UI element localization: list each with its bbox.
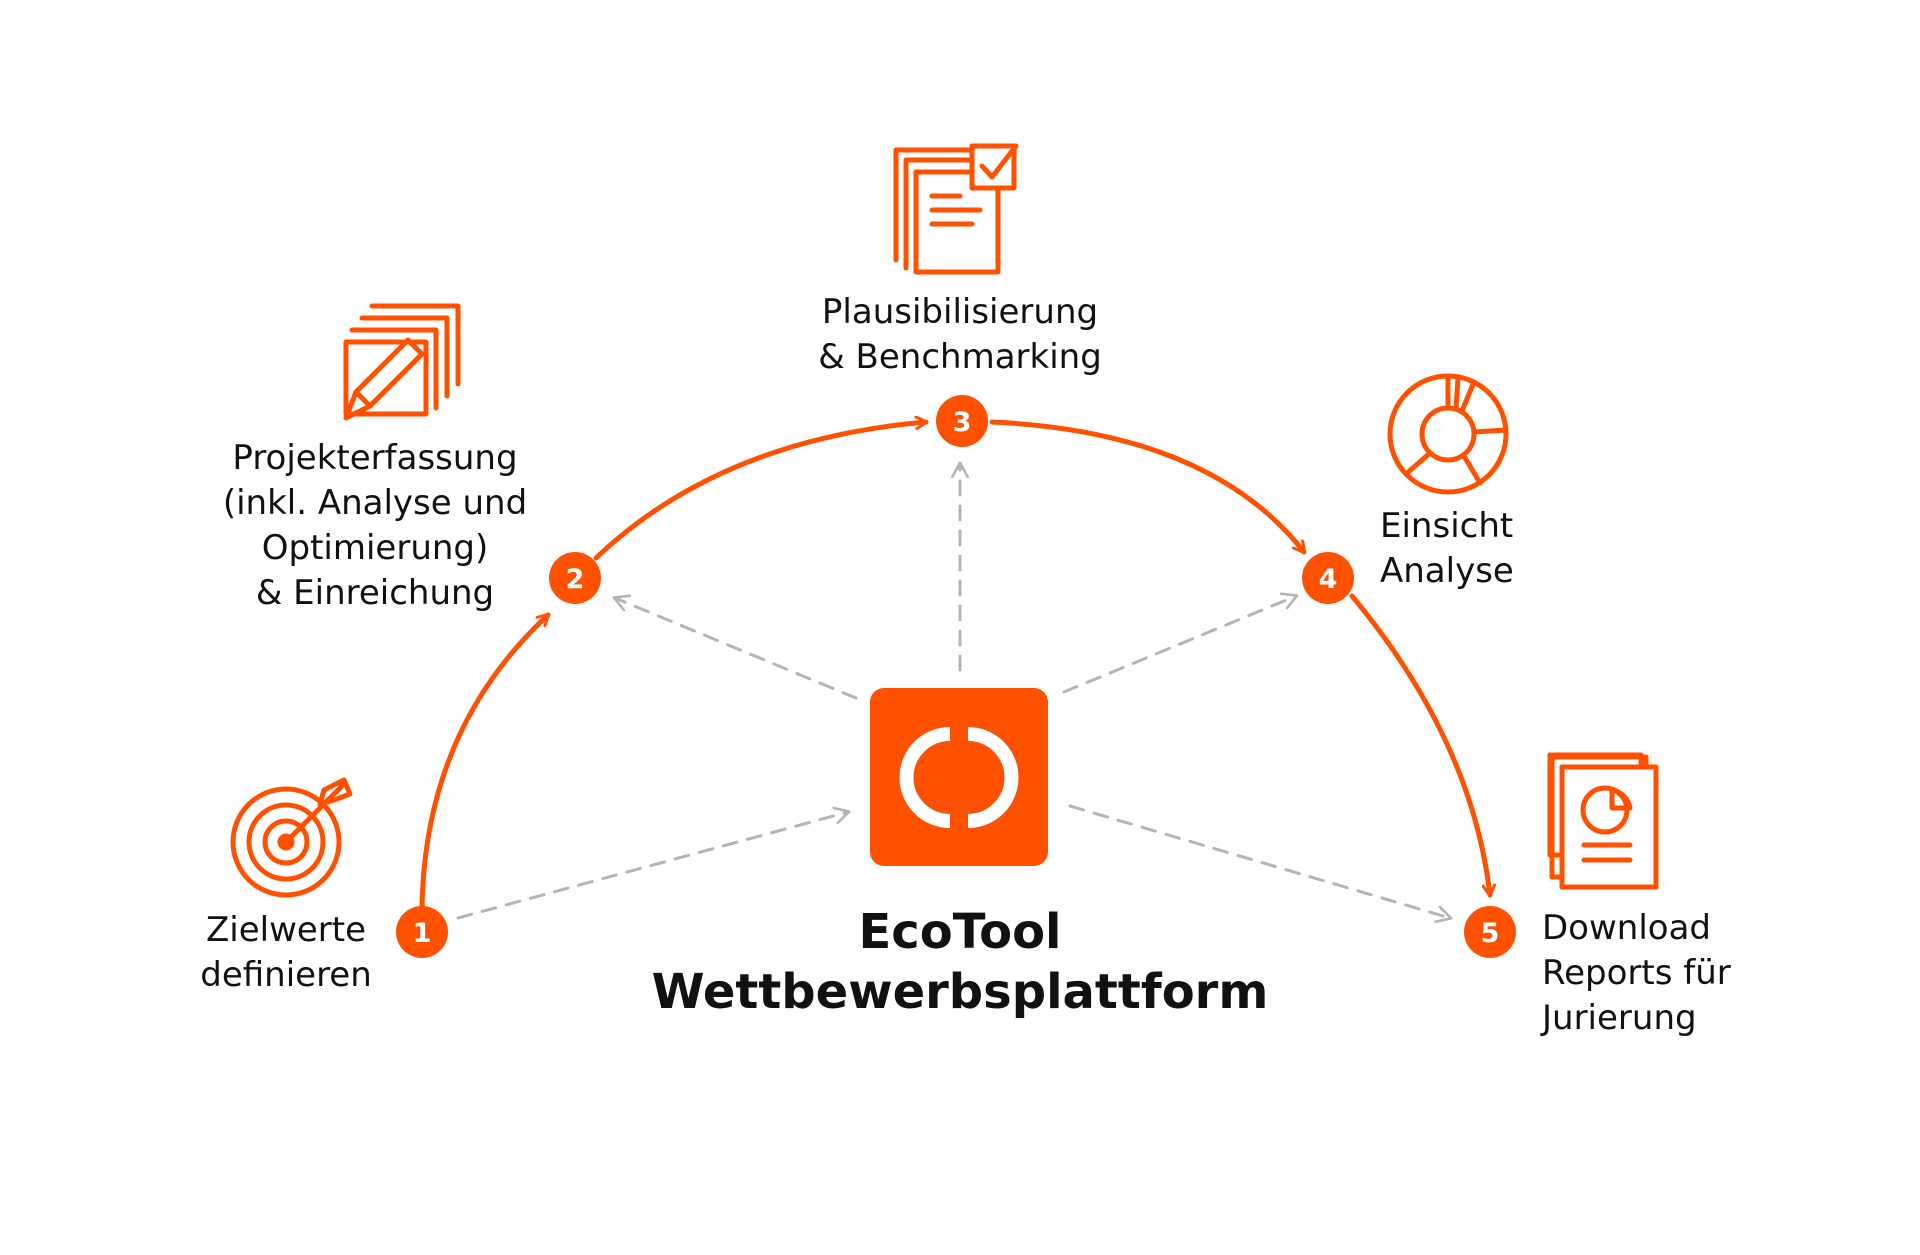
- step-number: 5: [1481, 918, 1500, 949]
- step-badge-2: 2: [549, 552, 601, 604]
- arc-step-3-to-4: [989, 419, 1307, 555]
- step-1-label: Zielwerte definieren: [176, 908, 396, 998]
- step-badge-4: 4: [1302, 552, 1354, 604]
- step-5-label: Download Reports für Jurierung: [1542, 906, 1802, 1041]
- process-arcs: [419, 419, 1490, 913]
- step-badge-3: 3: [936, 395, 988, 447]
- platform-subtitle: Wettbewerbsplattform: [651, 964, 1269, 1020]
- connector-lines: [456, 461, 1453, 924]
- step-2-label-line: Optimierung): [261, 528, 489, 568]
- step-3-label-line: & Benchmarking: [818, 337, 1102, 377]
- step-5-label-line: Jurierung: [1542, 998, 1697, 1038]
- step-2-label-line: & Einreichung: [255, 573, 495, 613]
- step-1-label-line: definieren: [200, 955, 372, 995]
- connector-to-step-1: [456, 806, 851, 920]
- arc-step-1-to-2: [419, 612, 551, 913]
- logo-tile: [870, 688, 1048, 866]
- step-4-label-line: Analyse: [1380, 551, 1514, 591]
- document-edit-icon: [343, 303, 461, 421]
- step-5-label-line: Download: [1542, 908, 1712, 948]
- arc-step-4-to-5: [1349, 593, 1490, 898]
- platform-title: EcoTool: [858, 904, 1062, 960]
- step-5-label-line: Reports für: [1542, 953, 1731, 993]
- report-pie-icon: [1547, 752, 1659, 890]
- connector-to-step-2: [612, 594, 858, 700]
- step-2-label: Projekterfassung (inkl. Analyse und Opti…: [205, 436, 545, 616]
- step-2-label-line: Projekterfassung: [232, 438, 518, 478]
- checklist-documents-icon: [893, 143, 1019, 275]
- step-number: 4: [1319, 564, 1338, 595]
- step-number: 2: [566, 564, 585, 595]
- step-4-label: Einsicht Analyse: [1380, 504, 1560, 594]
- ecotool-logo: [870, 688, 1048, 866]
- step-4-label-line: Einsicht: [1380, 506, 1514, 546]
- connector-to-step-5: [1068, 804, 1453, 924]
- step-1-label-line: Zielwerte: [205, 910, 367, 950]
- ecotool-ring-icon: [899, 727, 1019, 828]
- donut-chart-icon: [1387, 373, 1509, 495]
- step-badge-1: 1: [396, 906, 448, 958]
- step-3-label-line: Plausibilisierung: [821, 292, 1099, 332]
- step-2-label-line: (inkl. Analyse und: [222, 483, 528, 523]
- target-icon: [230, 777, 353, 898]
- connector-to-step-4: [1062, 592, 1299, 694]
- step-3-label: Plausibilisierung & Benchmarking: [790, 290, 1130, 380]
- step-number: 1: [413, 918, 432, 949]
- step-badge-5: 5: [1464, 906, 1516, 958]
- arc-step-2-to-3: [593, 422, 929, 561]
- step-number: 3: [953, 407, 972, 438]
